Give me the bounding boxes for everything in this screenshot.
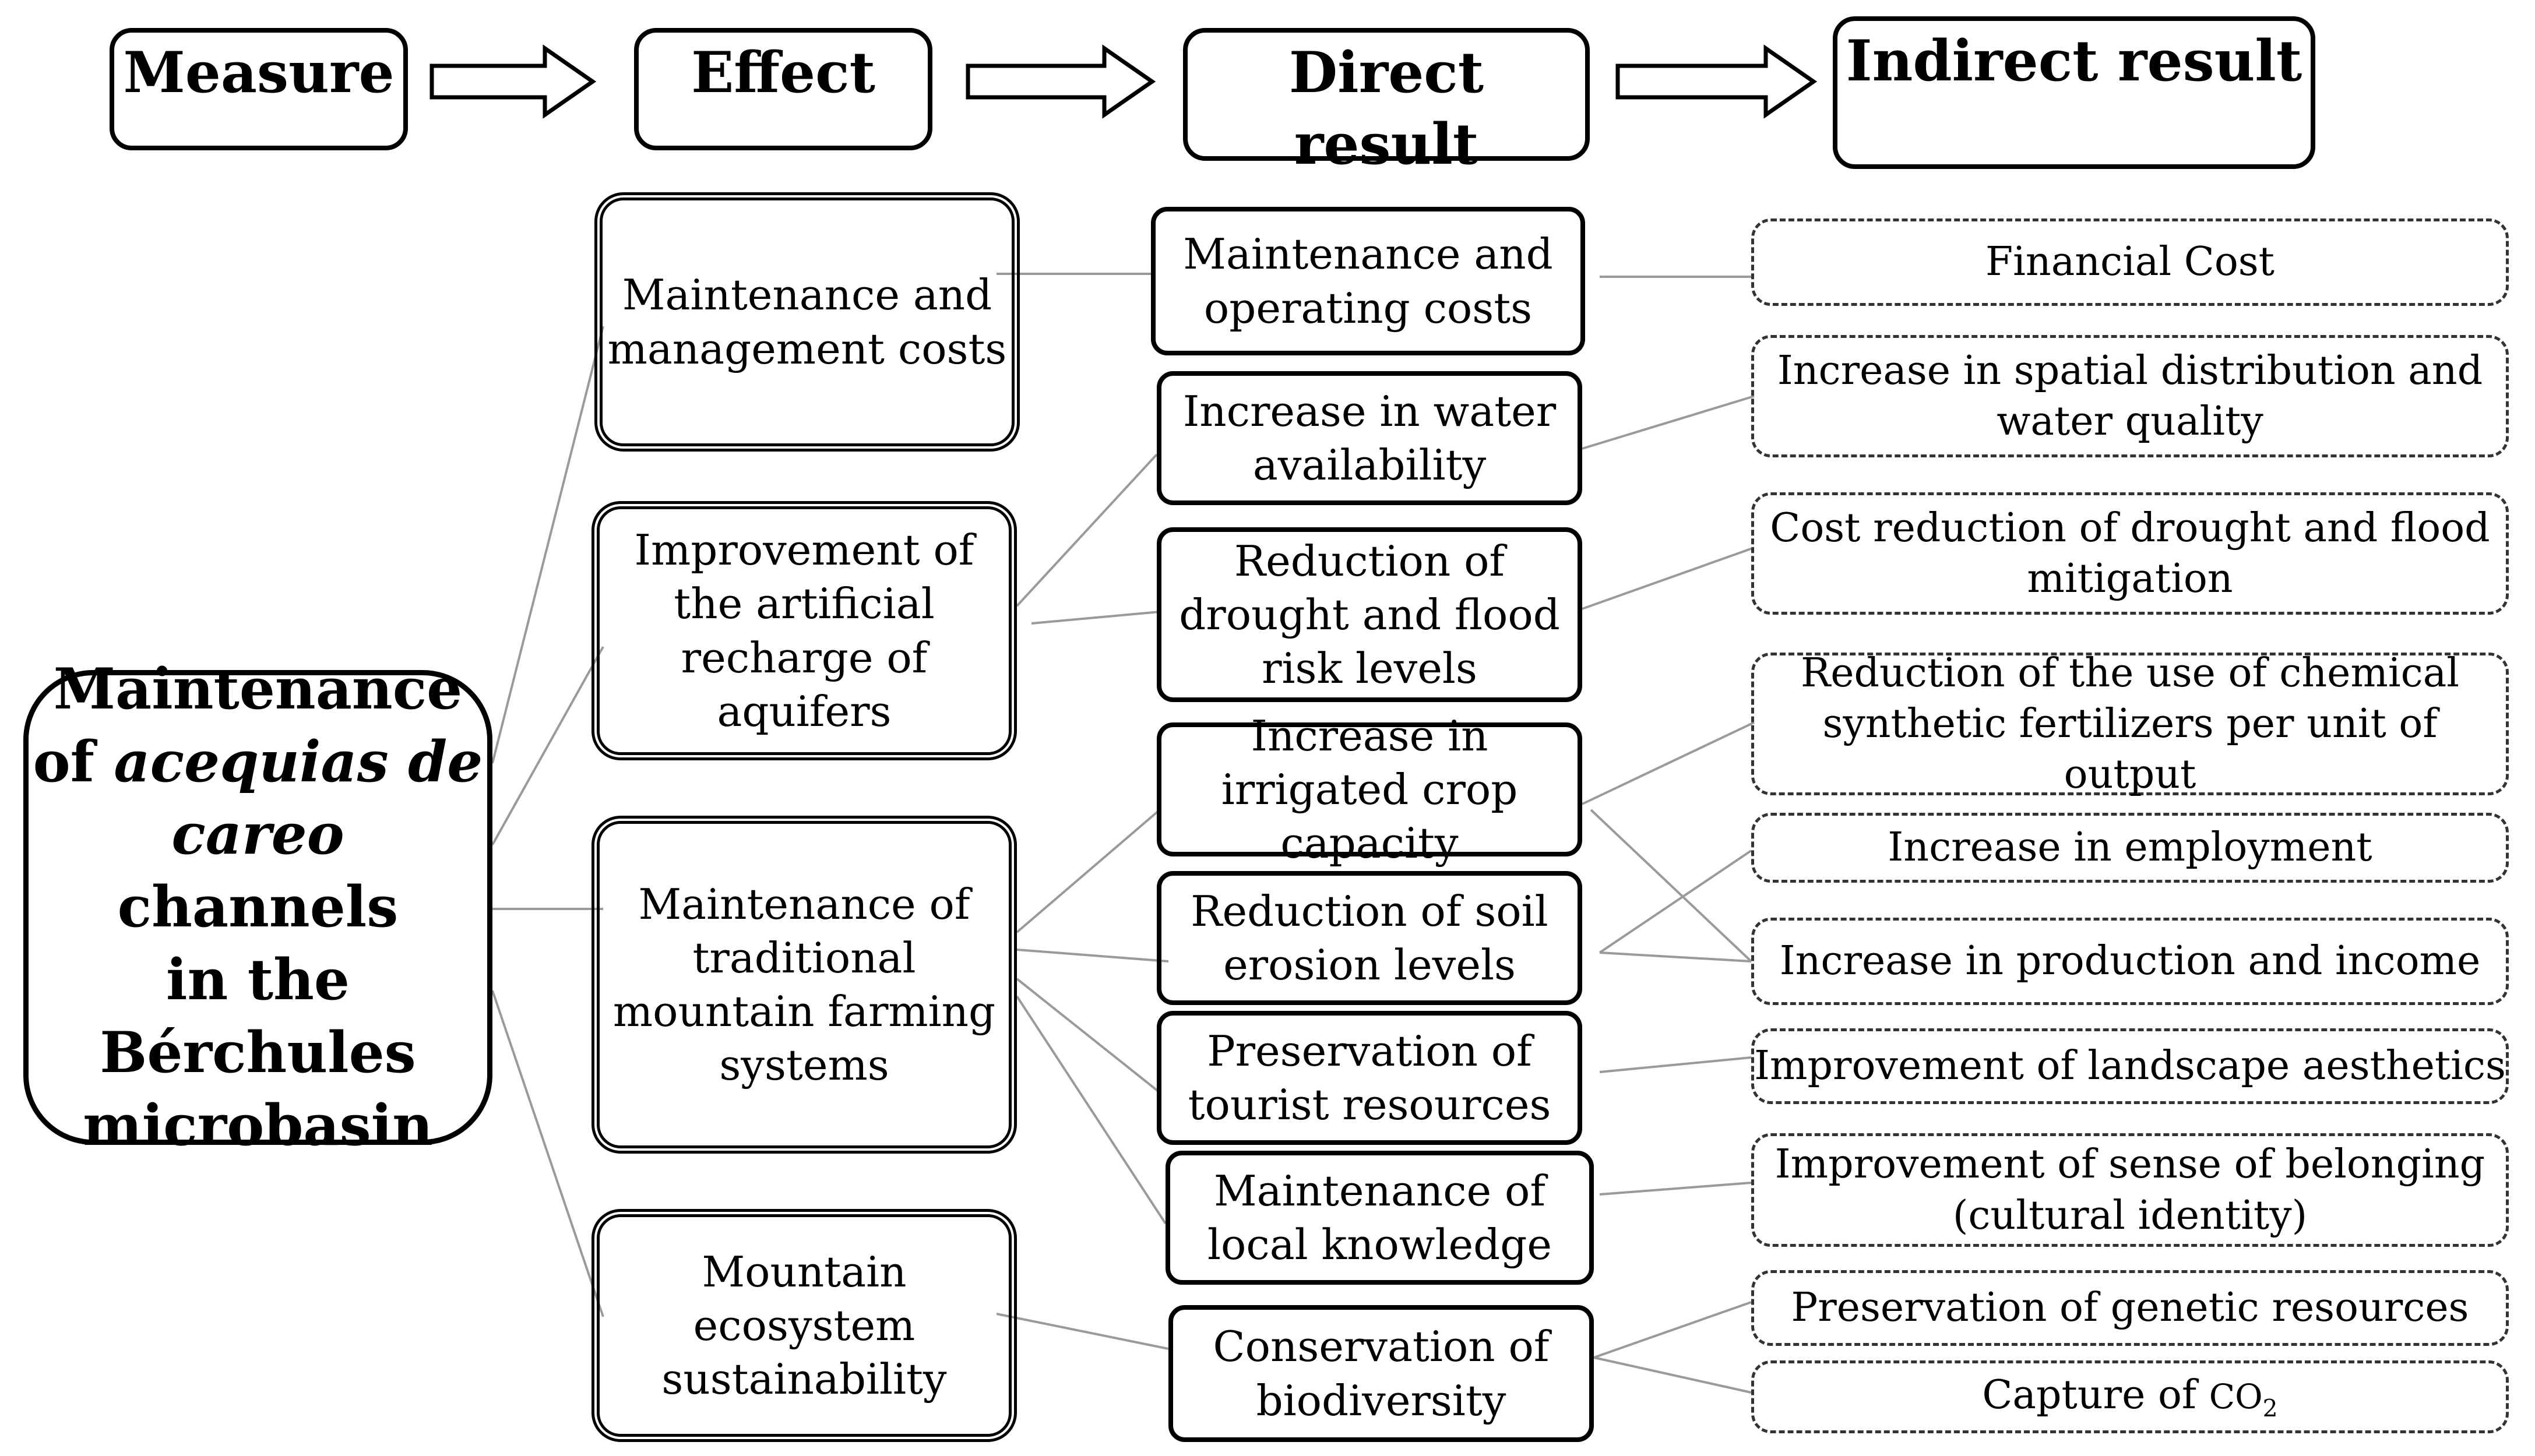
indirect-result-label-2: Increase in spatial distribution and wat… (1777, 347, 2483, 445)
indirect-result-label-10: Capture of CO2 (1982, 1370, 2277, 1424)
effect-box-3: Maintenance of traditional mountain farm… (592, 816, 1017, 1154)
measure-text: Maintenance of acequias de careo channel… (29, 653, 487, 1162)
effect-label-4: Mountain ecosystem sustainability (661, 1247, 947, 1404)
indirect-result-box-8: Improvement of sense of belonging (cultu… (1751, 1133, 2509, 1247)
direct-result-label-5: Reduction of soil erosion levels (1191, 886, 1548, 989)
direct-result-box-7: Maintenance of local knowledge (1166, 1151, 1594, 1285)
link-measure-effect-1 (491, 326, 604, 764)
indirect-result-box-10: Capture of CO2 (1751, 1360, 2509, 1433)
effect-label-3: Maintenance of traditional mountain farm… (612, 879, 996, 1090)
measure-line-2-pre: of (33, 728, 114, 795)
link-direct3-indirect3 (1582, 547, 1755, 610)
indirect-result-box-4: Reduction of the use of chemical synthet… (1751, 650, 2509, 798)
indirect-result-label-4: Reduction of the use of chemical synthet… (1801, 650, 2459, 798)
link-effect3-direct5 (1016, 949, 1169, 963)
indirect-result-label-5: Increase in employment (1888, 824, 2372, 871)
indirect-result-box-6: Increase in production and income (1751, 918, 2509, 1005)
effect-box-2: Improvement of the artificial recharge o… (592, 501, 1017, 760)
link-direct8-capture (1593, 1356, 1752, 1394)
effect-label-2: Improvement of the artificial recharge o… (634, 526, 974, 736)
direct-result-box-6: Preservation of tourist resources (1157, 1011, 1582, 1145)
header-direct-result-label: Direct result (1288, 40, 1484, 177)
indirect-result-label-7: Improvement of landscape aesthetics (1754, 1043, 2506, 1090)
measure-line-2-italic: acequias de (114, 728, 483, 795)
direct-result-box-1: Maintenance and operating costs (1151, 207, 1585, 355)
arrow-icon (966, 44, 1156, 119)
indirect-result-label-8: Improvement of sense of belonging (cultu… (1775, 1141, 2485, 1239)
indirect-result-box-1: Financial Cost (1751, 218, 2509, 306)
link-effect2-direct2 (1016, 453, 1158, 607)
indirect-result-box-7: Improvement of landscape aesthetics (1751, 1028, 2509, 1104)
direct-result-box-5: Reduction of soil erosion levels (1157, 871, 1582, 1005)
link-direct7-indirect8 (1599, 1182, 1752, 1196)
link-measure-effect-4 (491, 990, 604, 1317)
link-direct8-indirect9 (1593, 1301, 1752, 1359)
header-effect: Effect (634, 28, 932, 150)
direct-result-box-2: Increase in water availability (1157, 371, 1582, 505)
indirect-result-label-1: Financial Cost (1985, 239, 2275, 285)
capture-co: CO (2209, 1377, 2263, 1417)
effect-label-1: Maintenance and management costs (607, 270, 1007, 373)
link-direct5-indirect5 (1599, 849, 1752, 954)
link-direct4-indirect4 (1582, 721, 1755, 805)
capture-sub: 2 (2262, 1394, 2278, 1423)
measure-line-4: in the (166, 946, 350, 1013)
measure-line-3-post: channels (117, 874, 399, 940)
indirect-result-label-6: Increase in production and income (1779, 938, 2481, 985)
link-effect3-direct4 (1016, 809, 1161, 933)
link-effect2-direct3 (1031, 611, 1160, 625)
header-measure-label: Measure (123, 40, 395, 105)
direct-result-label-7: Maintenance of local knowledge (1207, 1166, 1552, 1269)
indirect-result-box-2: Increase in spatial distribution and wat… (1751, 335, 2509, 457)
indirect-result-label-9: Preservation of genetic resources (1791, 1285, 2469, 1331)
effect-box-1: Maintenance and management costs (594, 192, 1020, 452)
link-effect3-direct6 (1016, 978, 1161, 1094)
capture-text: Capture of (1982, 1372, 2209, 1419)
indirect-result-box-5: Increase in employment (1751, 813, 2509, 883)
direct-result-box-3: Reduction of drought and flood risk leve… (1157, 527, 1582, 702)
link-direct5-indirect6 (1599, 951, 1752, 963)
link-direct6-indirect7 (1599, 1056, 1752, 1073)
link-direct2-indirect2 (1582, 395, 1755, 450)
link-effect3-direct7 (1016, 995, 1167, 1225)
direct-result-label-3: Reduction of drought and flood risk leve… (1179, 536, 1560, 693)
direct-result-box-4: Increase in irrigated crop capacity (1157, 711, 1582, 868)
header-indirect-result: Indirect result (1833, 16, 2315, 169)
link-effect4-direct8 (996, 1313, 1169, 1350)
link-direct4-indirect6 (1590, 809, 1752, 963)
direct-result-label-6: Preservation of tourist resources (1188, 1026, 1551, 1129)
header-effect-label: Effect (691, 40, 875, 105)
header-indirect-result-label: Indirect result (1846, 28, 2302, 94)
measure-line-6: microbasin (83, 1092, 433, 1158)
direct-result-label-8: Conservation of biodiversity (1213, 1322, 1550, 1425)
header-direct-result: Direct result (1183, 28, 1590, 177)
direct-result-label-2: Increase in water availability (1182, 386, 1557, 489)
measure-line-5: Bérchules (100, 1019, 416, 1085)
measure-box: Maintenance of acequias de careo channel… (23, 656, 492, 1158)
direct-result-box-8: Conservation of biodiversity (1168, 1305, 1594, 1442)
direct-result-label-1: Maintenance and operating costs (1183, 230, 1553, 333)
arrow-icon (429, 44, 597, 119)
direct-result-label-4: Increase in irrigated crop capacity (1221, 711, 1518, 868)
measure-line-3-italic: careo (171, 801, 344, 868)
header-measure: Measure (110, 28, 408, 150)
indirect-result-label-3: Cost reduction of drought and flood miti… (1770, 505, 2490, 602)
effect-box-4: Mountain ecosystem sustainability (592, 1209, 1017, 1442)
link-measure-effect-2 (491, 646, 604, 845)
indirect-result-box-9: Preservation of genetic resources (1751, 1270, 2509, 1346)
arrow-icon (1615, 44, 1818, 119)
measure-line-1: Maintenance (53, 655, 463, 722)
indirect-result-box-3: Cost reduction of drought and flood miti… (1751, 492, 2509, 615)
